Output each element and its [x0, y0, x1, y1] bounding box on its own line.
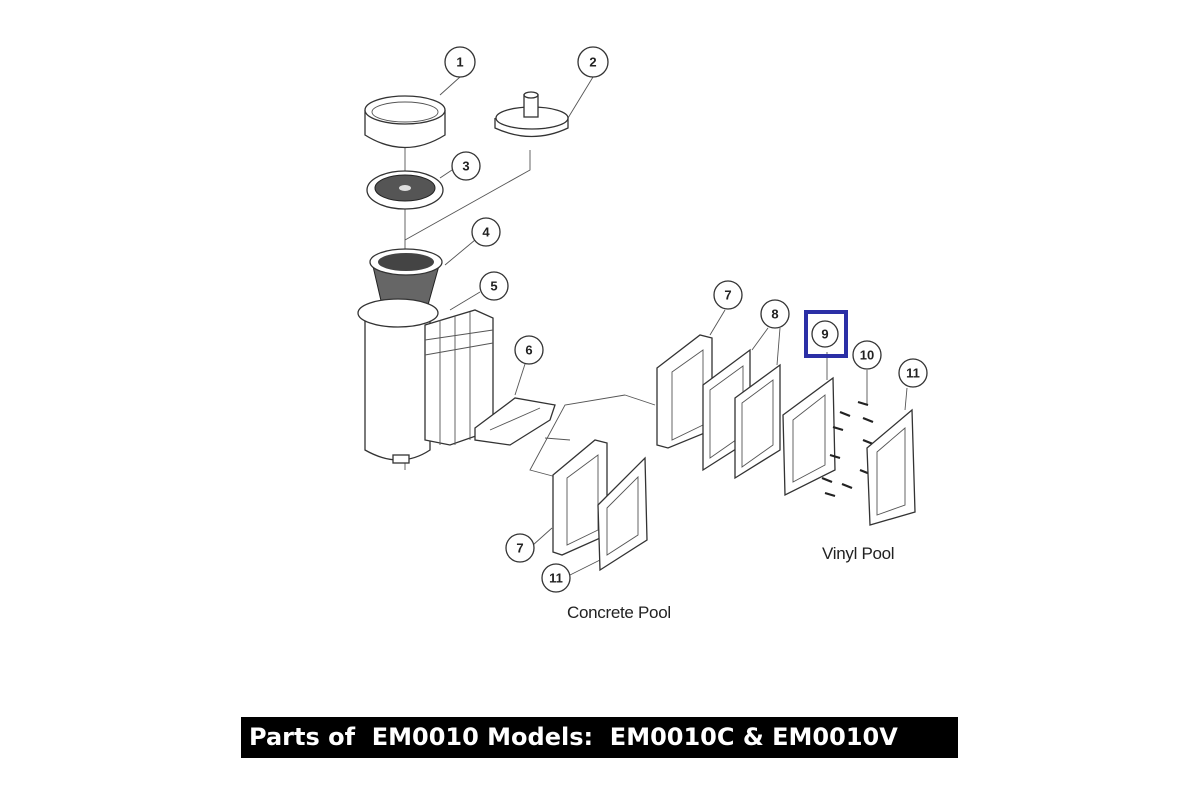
svg-text:4: 4 — [482, 225, 490, 240]
svg-text:7: 7 — [516, 541, 523, 556]
part-3-strainer-cover — [366, 170, 444, 210]
callout-8: 8 — [760, 299, 790, 329]
callout-4: 4 — [471, 217, 501, 247]
callout-3: 3 — [451, 151, 481, 181]
callout-2: 2 — [577, 46, 609, 78]
part-1-ring — [364, 95, 446, 149]
callout-5: 5 — [479, 271, 509, 301]
part-5-skimmer-body — [357, 298, 494, 464]
svg-text:5: 5 — [490, 279, 497, 294]
part-2-lid — [494, 91, 569, 138]
part-4-basket — [369, 248, 443, 311]
svg-text:6: 6 — [525, 343, 532, 358]
callout-11-vinyl: 11 — [898, 358, 928, 388]
part-6-plate — [474, 397, 556, 446]
part-11-trim-vinyl — [866, 408, 916, 526]
svg-text:1: 1 — [456, 55, 463, 70]
svg-text:11: 11 — [906, 366, 920, 381]
callout-11-concrete: 11 — [541, 563, 571, 593]
concrete-pool-label: Concrete Pool — [567, 603, 671, 622]
vinyl-pool-label: Vinyl Pool — [822, 544, 895, 563]
callout-7-concrete: 7 — [505, 533, 535, 563]
callout-1: 1 — [444, 46, 476, 78]
svg-text:8: 8 — [771, 307, 778, 322]
callout-10: 10 — [852, 340, 882, 370]
part-9-faceplate — [782, 376, 836, 497]
svg-text:3: 3 — [462, 159, 469, 174]
svg-text:2: 2 — [589, 55, 596, 70]
svg-text:7: 7 — [724, 288, 731, 303]
callout-7-vinyl: 7 — [713, 280, 743, 310]
part-11-trim-concrete — [597, 456, 648, 572]
part-9-highlight-box — [804, 310, 848, 358]
svg-text:11: 11 — [549, 571, 563, 586]
callout-9: 9 — [811, 320, 839, 348]
caption-bar: Parts of EM0010 Models: EM0010C & EM0010… — [241, 717, 958, 758]
part-10-screws — [821, 400, 874, 498]
svg-text:10: 10 — [860, 348, 874, 363]
svg-text:9: 9 — [821, 327, 828, 342]
callout-6: 6 — [514, 335, 544, 365]
part-8-gasket-b — [734, 363, 781, 480]
